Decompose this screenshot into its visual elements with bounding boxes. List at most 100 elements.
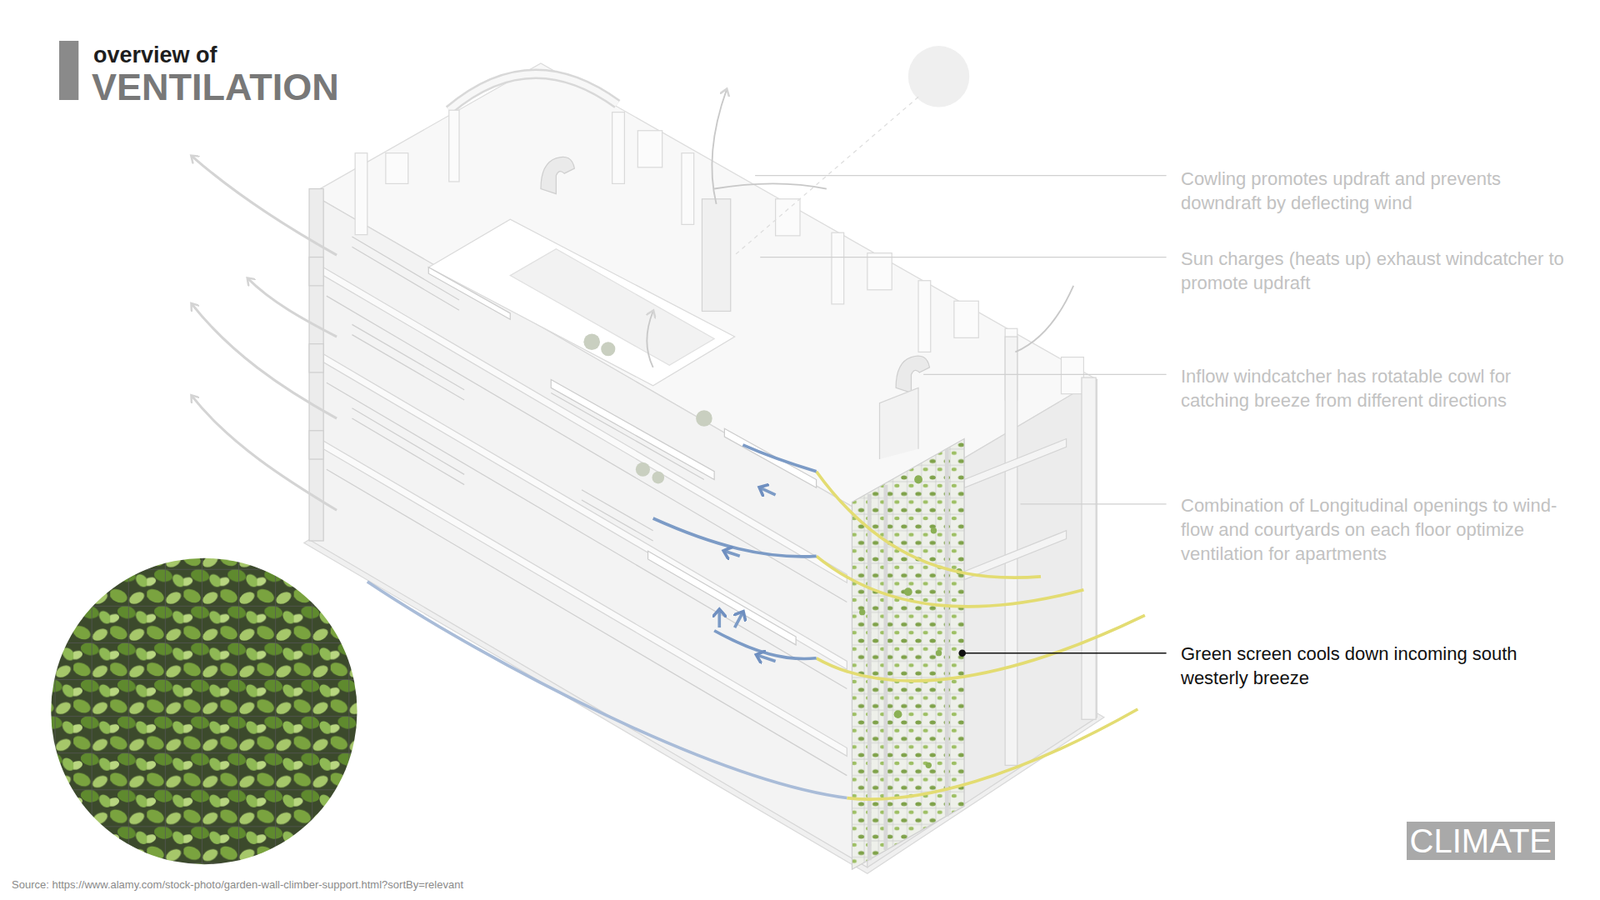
illustration-part bbox=[701, 199, 730, 312]
leader-lines bbox=[755, 175, 1166, 505]
illustration-part bbox=[191, 304, 337, 419]
illustration-part bbox=[816, 471, 1041, 578]
illustration-part bbox=[925, 762, 932, 769]
illustration-part bbox=[717, 610, 721, 628]
illustration-part bbox=[191, 155, 337, 255]
illustration-part bbox=[385, 153, 409, 185]
illustration-part bbox=[918, 280, 931, 353]
illustration-part bbox=[248, 278, 338, 337]
illustration-part bbox=[326, 469, 847, 775]
illustration-part bbox=[904, 587, 913, 596]
leader-dot bbox=[958, 649, 966, 657]
illustration-part bbox=[831, 232, 845, 305]
illustration-part bbox=[428, 267, 816, 645]
illustration-part bbox=[935, 650, 942, 656]
illustration-part bbox=[880, 387, 920, 460]
illustration-part bbox=[646, 310, 653, 367]
illustration-part bbox=[1060, 357, 1084, 395]
airflow-arrows bbox=[367, 445, 848, 799]
illustration-part bbox=[714, 630, 816, 660]
annotation-text: Green screen cools down incoming south w… bbox=[1180, 641, 1581, 690]
illustration-part bbox=[859, 609, 865, 615]
illustration-part bbox=[945, 449, 950, 817]
illustration-part bbox=[449, 74, 618, 111]
annotation-text: Combination of Longitudinal openings to … bbox=[1180, 493, 1581, 566]
illustration-part bbox=[1081, 377, 1096, 720]
illustration-part bbox=[742, 445, 816, 472]
title-bar bbox=[59, 40, 79, 100]
illustration-part bbox=[1020, 503, 1166, 505]
illustration-part bbox=[581, 490, 654, 541]
updraft-arrows bbox=[646, 90, 1074, 368]
illustration-part bbox=[651, 471, 665, 485]
illustration-part bbox=[612, 112, 625, 185]
illustration-part bbox=[760, 487, 775, 495]
illustration-part bbox=[867, 253, 892, 290]
illustration-part bbox=[326, 236, 847, 776]
illustration-part bbox=[954, 300, 979, 338]
illustration-part bbox=[583, 333, 712, 484]
illustration-part bbox=[816, 615, 1145, 681]
green-screen bbox=[851, 439, 965, 870]
label-box: CLIMATE bbox=[1406, 821, 1555, 860]
illustration-part bbox=[923, 374, 1166, 375]
illustration-part bbox=[1015, 285, 1074, 353]
title-prefix: overview of bbox=[93, 41, 218, 69]
illustration-part bbox=[510, 249, 715, 366]
illustration-part bbox=[724, 550, 740, 556]
illustration-part bbox=[724, 428, 816, 488]
illustration-part bbox=[326, 382, 847, 689]
illustration-part bbox=[449, 110, 460, 182]
illustration-part bbox=[583, 333, 600, 350]
illustration-part bbox=[637, 130, 662, 168]
illustration-part bbox=[550, 380, 715, 480]
leader-line bbox=[962, 652, 1167, 654]
illustration-part bbox=[695, 410, 713, 427]
illustration-part bbox=[326, 295, 847, 602]
illustration-part bbox=[351, 408, 465, 485]
illustration-part bbox=[428, 267, 510, 320]
illustration-part bbox=[600, 341, 615, 356]
annotation-text: Inflow windcatcher has rotatable cowl fo… bbox=[1180, 364, 1581, 413]
illustration-part bbox=[964, 530, 1066, 580]
illustration-part bbox=[449, 74, 618, 111]
green-wall-photo bbox=[40, 550, 368, 878]
illustration-part bbox=[846, 709, 1138, 800]
illustration-part bbox=[851, 439, 965, 870]
box-text: CLIMATE bbox=[1406, 821, 1555, 860]
illustration-part bbox=[760, 256, 1166, 258]
illustration-part bbox=[367, 581, 848, 799]
illustration-part bbox=[914, 475, 923, 485]
illustration-part bbox=[309, 344, 324, 373]
illustration-part bbox=[355, 153, 368, 235]
illustration-part bbox=[775, 199, 800, 236]
illustration-part bbox=[351, 236, 460, 310]
illustration-part bbox=[653, 518, 817, 557]
breeze-lines bbox=[816, 471, 1145, 800]
illustration-part bbox=[309, 257, 324, 286]
annotation-text: Cowling promotes updraft and prevents do… bbox=[1180, 166, 1581, 215]
illustration-part bbox=[40, 550, 368, 878]
illustration-part bbox=[310, 194, 867, 868]
illustration-part bbox=[635, 462, 650, 477]
illustration-part bbox=[755, 175, 1166, 176]
illustration-part bbox=[351, 324, 465, 400]
illustration-part bbox=[310, 433, 847, 756]
illustration-part bbox=[309, 430, 324, 460]
illustration-part bbox=[964, 439, 1066, 489]
exhaust-arrows bbox=[191, 155, 337, 510]
illustration-part bbox=[816, 555, 1085, 607]
illustration-part bbox=[757, 655, 776, 661]
illustration-part bbox=[714, 183, 827, 189]
illustration-part bbox=[191, 395, 337, 510]
illustration-part bbox=[894, 710, 903, 719]
illustration-part bbox=[735, 612, 744, 628]
illustration-part bbox=[681, 153, 695, 225]
illustration-part bbox=[859, 475, 963, 769]
building-body bbox=[304, 63, 1105, 874]
annotation-text: Sun charges (heats up) exhaust windcatch… bbox=[1180, 246, 1581, 295]
illustration-part bbox=[964, 336, 1096, 765]
illustration-part bbox=[930, 527, 937, 534]
illustration-part bbox=[648, 550, 797, 645]
